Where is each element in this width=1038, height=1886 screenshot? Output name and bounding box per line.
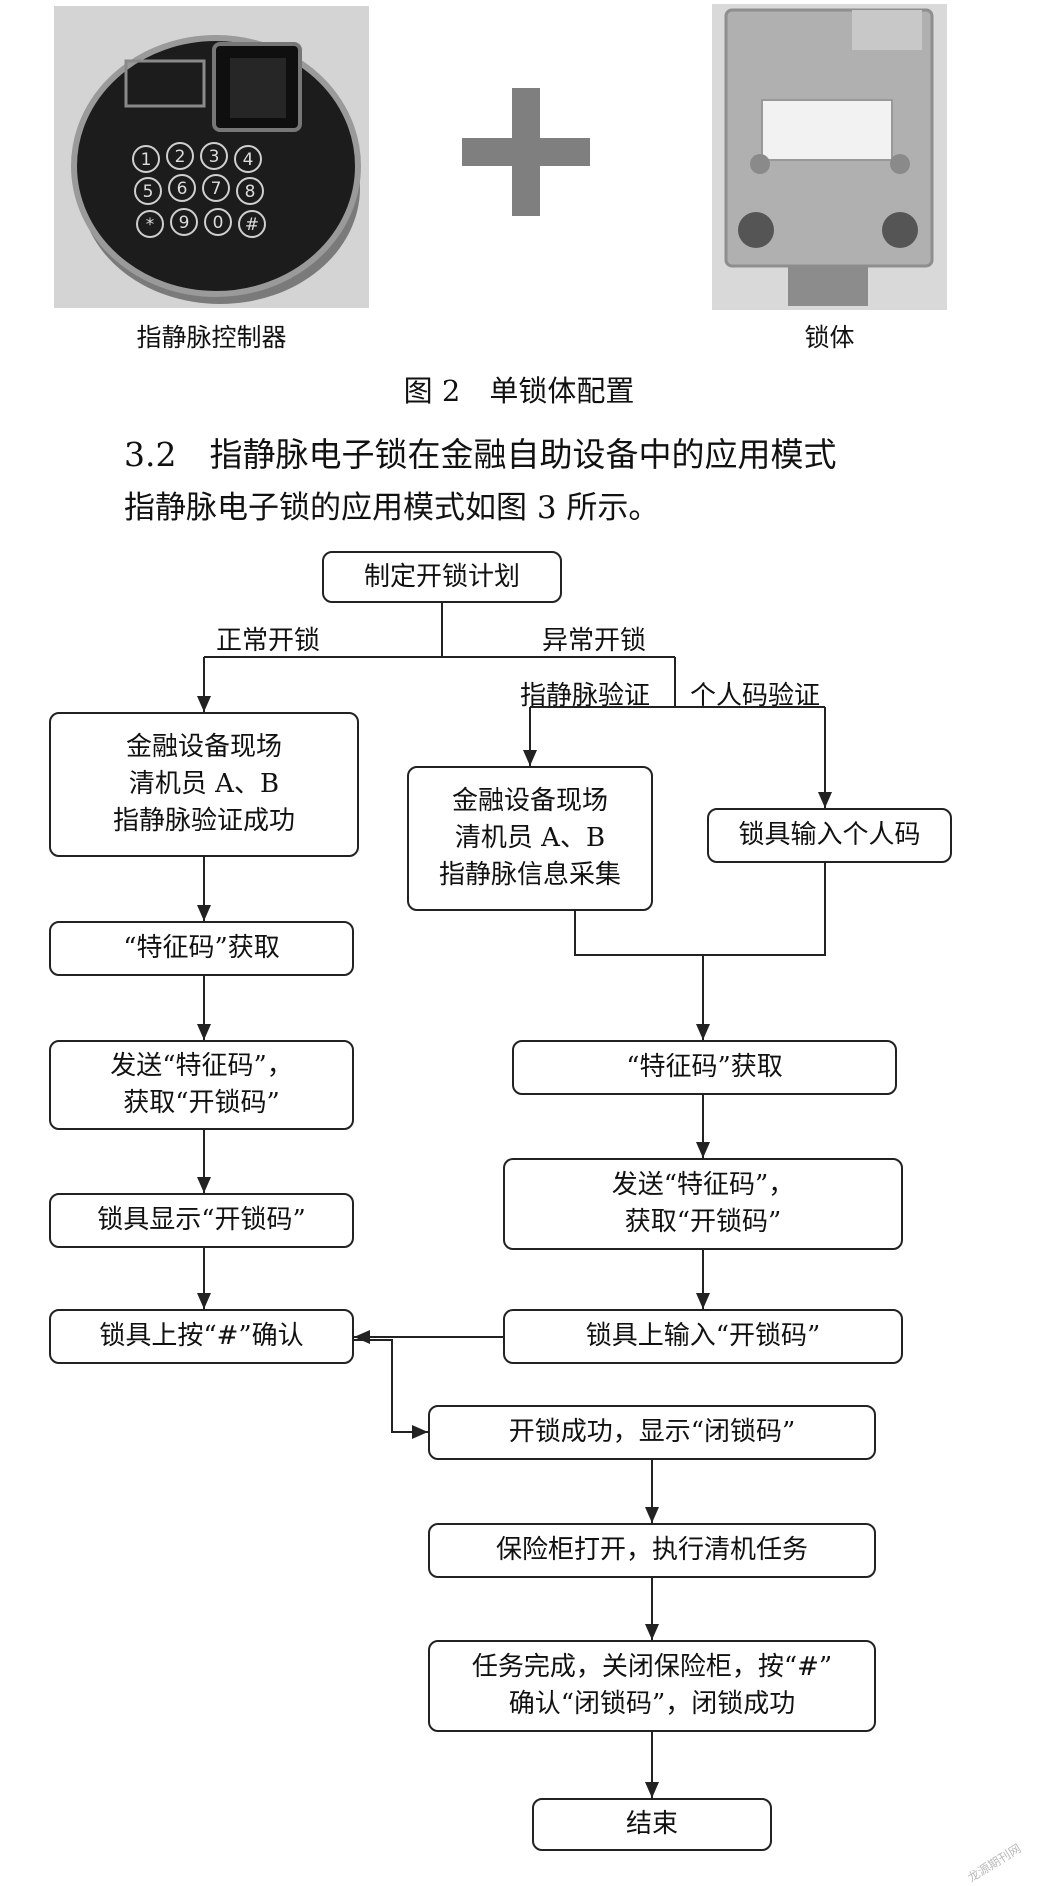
controller-photo: 1 2 3 4 5 6 7 8 * 9 0 # — [54, 6, 369, 308]
keypad-key-label: 7 — [211, 179, 222, 199]
node-right-enter-pin: 锁具输入个人码 — [707, 808, 952, 863]
node-right-feature-code: “特征码”获取 — [512, 1040, 897, 1095]
arrow-head — [645, 1782, 659, 1798]
lockbody-illustration — [724, 8, 934, 306]
node-left-feature-code: “特征码”获取 — [49, 921, 354, 976]
keypad-key-label: 9 — [179, 213, 190, 233]
keypad-key-label: 5 — [143, 182, 154, 202]
keypad-key-ring — [202, 174, 230, 202]
node-right-enter-unlock-code: 锁具上输入“开锁码” — [503, 1309, 903, 1364]
label-normal-unlock: 正常开锁 — [216, 626, 321, 656]
keypad-key-label: 6 — [177, 179, 188, 199]
keypad-key-label: * — [146, 215, 155, 235]
keypad-key-ring — [134, 177, 162, 205]
arrow-head — [645, 1624, 659, 1640]
arrow-head — [197, 1293, 211, 1309]
keypad-key-label: 1 — [141, 150, 152, 170]
arrow-head — [523, 750, 537, 766]
keypad-key-ring — [200, 142, 228, 170]
plus-icon — [462, 88, 590, 216]
node-end: 结束 — [532, 1798, 772, 1851]
keypad-key-ring — [136, 210, 164, 238]
keypad-key-ring — [236, 177, 264, 205]
keypad-key-ring — [168, 174, 196, 202]
keypad-key-ring — [204, 208, 232, 236]
arrow-head — [696, 1024, 710, 1040]
node-right-send-feature-code: 发送“特征码”， 获取“开锁码” — [503, 1158, 903, 1250]
keypad: 1 2 3 4 5 6 7 8 * 9 0 # — [132, 142, 266, 238]
node-mid-vein-collect: 金融设备现场 清机员 A、B 指静脉信息采集 — [407, 766, 653, 911]
keypad-key-ring — [170, 208, 198, 236]
arrow-head — [696, 1142, 710, 1158]
node-left-press-hash: 锁具上按“#”确认 — [49, 1309, 354, 1364]
keypad-key-label: 4 — [243, 150, 254, 170]
lockbody-photo — [712, 4, 947, 310]
keypad-key-label: # — [245, 215, 259, 235]
arrow-head — [354, 1330, 370, 1344]
node-task-complete: 任务完成，关闭保险柜，按“#” 确认“闭锁码”，闭锁成功 — [428, 1640, 876, 1732]
keypad-key-ring — [238, 210, 266, 238]
node-left-vein-verify-success: 金融设备现场 清机员 A、B 指静脉验证成功 — [49, 712, 359, 857]
arrow-head — [197, 905, 211, 921]
controller-illustration: 1 2 3 4 5 6 7 8 * 9 0 # — [71, 35, 361, 304]
arrow-head — [645, 1507, 659, 1523]
controller-caption: 指静脉控制器 — [136, 323, 287, 352]
node-left-send-feature-code: 发送“特征码”， 获取“开锁码” — [49, 1040, 354, 1130]
arrow-head — [818, 792, 832, 808]
section-heading: 3.2 指静脉电子锁在金融自助设备中的应用模式 — [124, 435, 837, 474]
node-make-unlock-plan: 制定开锁计划 — [322, 551, 562, 603]
keypad-key-label: 2 — [175, 147, 186, 167]
label-vein-verify: 指静脉验证 — [520, 681, 651, 711]
connector-line — [574, 863, 826, 956]
lockbody-caption: 锁体 — [804, 323, 855, 352]
node-left-lock-show-code: 锁具显示“开锁码” — [49, 1193, 354, 1248]
connector-line — [354, 1339, 428, 1433]
keypad-key-ring — [166, 142, 194, 170]
label-abnormal-unlock: 异常开锁 — [542, 626, 647, 656]
arrow-head — [696, 1293, 710, 1309]
node-safe-opened: 保险柜打开，执行清机任务 — [428, 1523, 876, 1578]
keypad-key-label: 8 — [245, 182, 256, 202]
node-unlock-success: 开锁成功，显示“闭锁码” — [428, 1405, 876, 1460]
figure-title: 图 2 单锁体配置 — [403, 374, 635, 408]
body-paragraph: 指静脉电子锁的应用模式如图 3 所示。 — [124, 490, 660, 526]
arrow-head — [197, 1177, 211, 1193]
arrow-head — [197, 696, 211, 712]
arrow-head — [412, 1425, 428, 1439]
label-pin-verify: 个人码验证 — [690, 681, 821, 711]
keypad-key-ring — [132, 145, 160, 173]
keypad-key-label: 3 — [209, 147, 220, 167]
keypad-key-ring — [234, 145, 262, 173]
keypad-key-label: 0 — [213, 213, 224, 233]
arrow-head — [197, 1024, 211, 1040]
